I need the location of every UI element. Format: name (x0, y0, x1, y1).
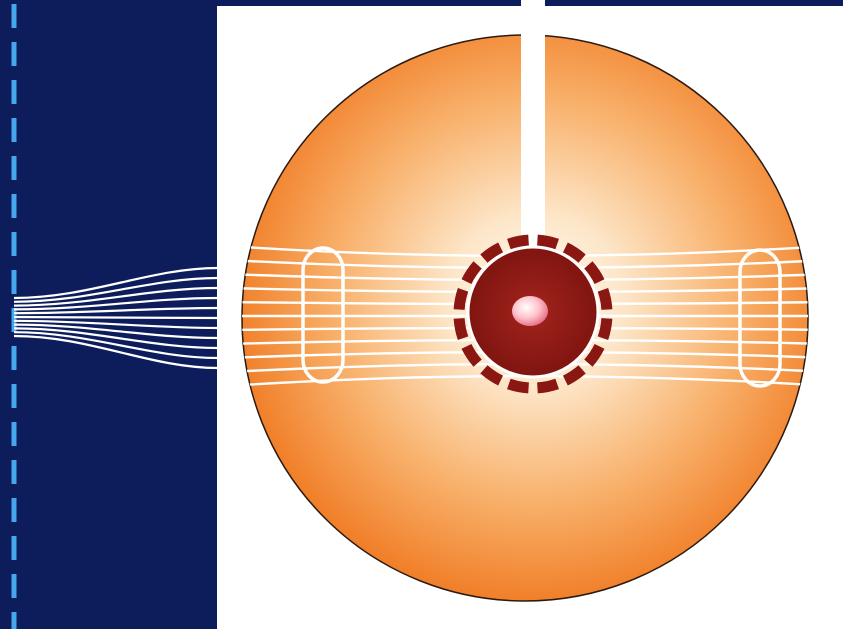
converging-field-line (14, 336, 218, 368)
ring-segment (509, 384, 529, 388)
converging-field-line (14, 317, 218, 318)
ring-segment (537, 384, 557, 388)
ring-segment (459, 290, 463, 310)
core-highlight (512, 296, 548, 326)
incoming-beam (521, 0, 545, 246)
field-lines-outer (14, 268, 218, 368)
ring-segment (537, 240, 557, 244)
ring-segment (603, 290, 607, 310)
converging-field-line (14, 268, 218, 298)
ring-segment (459, 318, 463, 338)
ring-segment (603, 318, 607, 338)
ring-segment (509, 240, 529, 244)
